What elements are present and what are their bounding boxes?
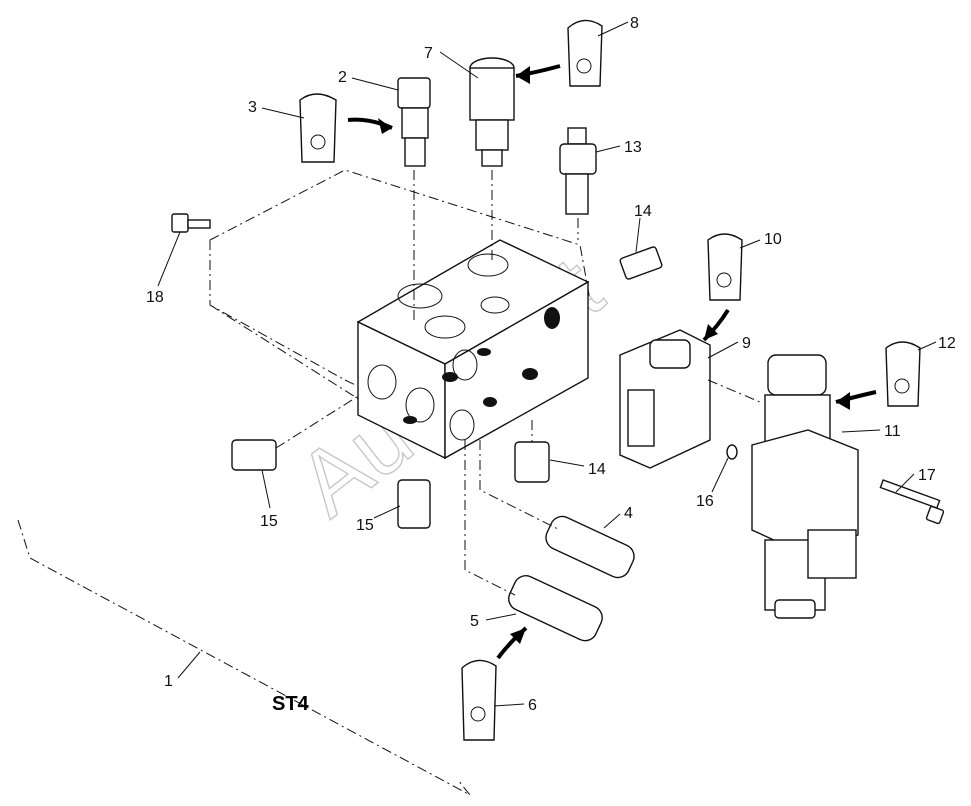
assembly-frame-line <box>17 519 471 796</box>
callout-15-left: 15 <box>260 513 278 530</box>
callout-9: 9 <box>742 335 751 352</box>
callout-11: 11 <box>884 423 901 440</box>
sealant-tube-6 <box>461 659 497 741</box>
callout-7: 7 <box>424 45 433 62</box>
sealant-tube-8 <box>567 19 603 87</box>
callout-14-upper: 14 <box>634 203 652 220</box>
callout-16: 16 <box>696 493 714 510</box>
modular-valve-9 <box>619 329 711 469</box>
seal-16 <box>726 444 738 460</box>
application-arrows <box>347 64 877 660</box>
callout-4: 4 <box>624 505 633 522</box>
callout-8: 8 <box>630 15 639 32</box>
callout-12: 12 <box>938 335 956 352</box>
callout-3: 3 <box>248 99 257 116</box>
callout-2: 2 <box>338 69 347 86</box>
sealant-tube-12 <box>885 341 921 407</box>
callout-6: 6 <box>528 697 537 714</box>
cartridge-valve-7 <box>469 57 515 262</box>
fitting-15-left <box>231 394 361 471</box>
fitting-14-upper <box>619 246 663 280</box>
leader-lines <box>157 21 937 707</box>
callout-15-center: 15 <box>356 517 374 534</box>
cartridge-valve-2 <box>397 77 431 320</box>
callout-17: 17 <box>918 467 936 484</box>
directional-valve-11 <box>707 354 859 619</box>
sensor-4 <box>479 440 635 579</box>
section-label: ST4 <box>272 693 310 715</box>
screw-17 <box>879 479 945 525</box>
sealant-tube-10 <box>707 233 743 301</box>
sensor-5 <box>464 440 603 642</box>
bolt-18 <box>171 213 211 233</box>
callout-1: 1 <box>164 673 173 690</box>
fitting-14-lower <box>514 420 550 483</box>
fitting-15-center <box>397 479 431 529</box>
manifold-block <box>356 239 590 460</box>
callout-13: 13 <box>624 139 642 156</box>
callout-10: 10 <box>764 231 782 248</box>
pressure-switch-13 <box>559 127 597 240</box>
sealant-tube-3 <box>299 93 337 163</box>
callout-18: 18 <box>146 289 164 306</box>
bracket-phantom-outline <box>209 169 591 441</box>
callout-14-lower: 14 <box>588 461 606 478</box>
callout-5: 5 <box>470 613 479 630</box>
